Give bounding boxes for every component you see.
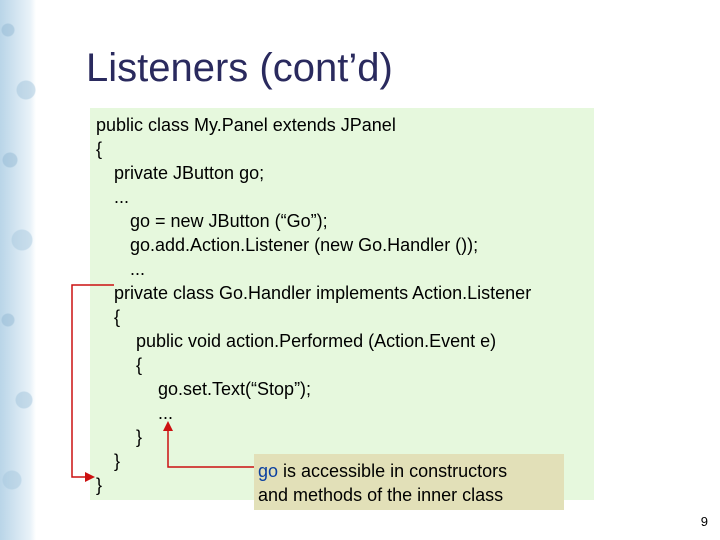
page-number: 9 bbox=[700, 514, 708, 529]
code-line-close-brace: } bbox=[114, 451, 121, 471]
code-line-field: private JButton go; bbox=[114, 163, 265, 183]
code-line-class-declaration: public class My.Panel extends JPanel bbox=[96, 115, 396, 135]
code-line-new-button: go = new JButton (“Go”); bbox=[130, 211, 328, 231]
callout-line-1: go is accessible in constructors bbox=[258, 459, 564, 483]
decorative-side-band bbox=[0, 0, 36, 540]
code-line-open-brace: { bbox=[136, 355, 143, 375]
code-line-open-brace: { bbox=[114, 307, 121, 327]
code-block: public class My.Panel extends JPanel { p… bbox=[90, 108, 594, 500]
code-line-add-listener: go.add.Action.Listener (new Go.Handler (… bbox=[130, 235, 479, 255]
callout-keyword: go bbox=[258, 461, 279, 481]
code-line-ellipsis: ... bbox=[158, 403, 174, 423]
code-line-close-brace: } bbox=[136, 427, 143, 447]
code-line-set-text: go.set.Text(“Stop”); bbox=[158, 379, 312, 399]
callout-note: go is accessible in constructors and met… bbox=[254, 454, 564, 510]
code-line-open-brace: { bbox=[96, 139, 103, 159]
code-line-close-brace: } bbox=[96, 475, 103, 495]
code-line-ellipsis: ... bbox=[130, 259, 146, 279]
code-line-inner-class: private class Go.Handler implements Acti… bbox=[114, 283, 532, 303]
code-line-ellipsis: ... bbox=[114, 187, 130, 207]
decorative-pattern bbox=[0, 0, 36, 540]
callout-text-1: is accessible in constructors bbox=[278, 461, 508, 481]
code-line-method: public void action.Performed (Action.Eve… bbox=[136, 331, 497, 351]
callout-line-2: and methods of the inner class bbox=[258, 485, 504, 505]
slide-title: Listeners (cont’d) bbox=[86, 46, 393, 90]
